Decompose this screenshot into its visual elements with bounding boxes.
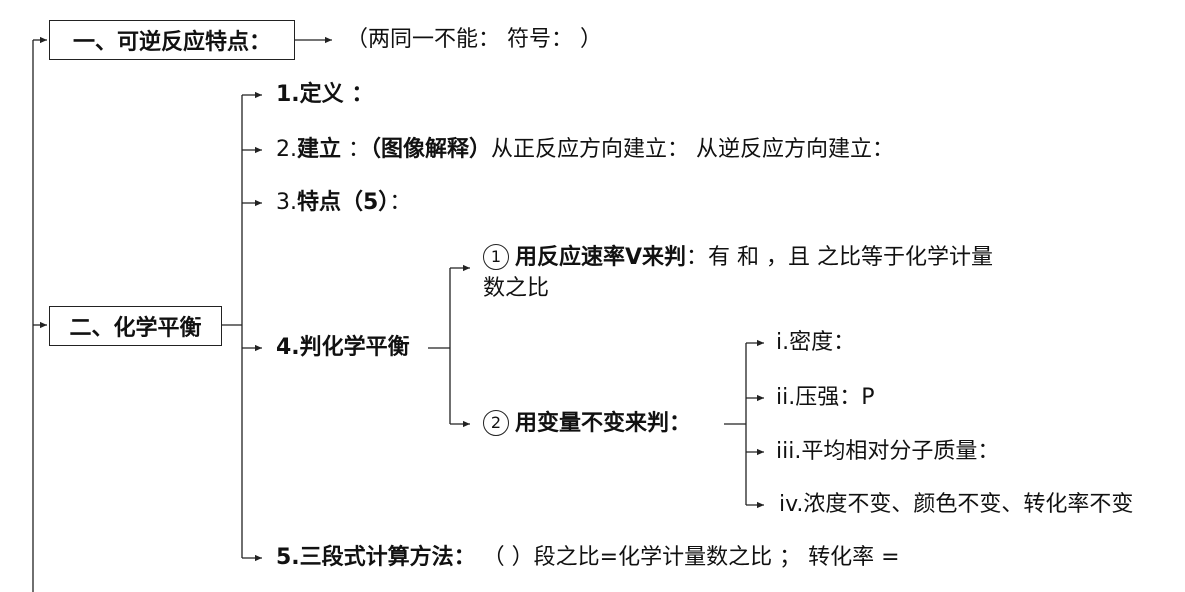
circled-number-1: 1 bbox=[483, 244, 509, 270]
features-number: 3. bbox=[276, 190, 297, 215]
variable-keyword: 用变量不变来判： bbox=[515, 411, 692, 436]
branch2-title: 二、化学平衡 bbox=[69, 316, 202, 341]
circled-number-2: 2 bbox=[483, 410, 509, 436]
judge-rate-line2: 数之比 bbox=[483, 276, 550, 301]
rate-keyword: 用反应速率V来判 bbox=[515, 245, 687, 270]
features-keyword: 特点（5） bbox=[297, 190, 390, 215]
item-establish: 2.建立 ：（图像解释）从正反应方向建立： 从逆反应方向建立： bbox=[276, 137, 894, 163]
item-judge: 4.判化学平衡 bbox=[276, 335, 410, 360]
item-features: 3.特点（5）： bbox=[276, 190, 411, 216]
establish-image-note: （图像解释） bbox=[370, 137, 492, 162]
variable-pressure: ii.压强：P bbox=[776, 385, 875, 410]
variable-molar-mass: iii.平均相对分子质量： bbox=[776, 439, 1000, 464]
branch1-title: 一、可逆反应特点： bbox=[72, 30, 271, 55]
variable-concentration: iv.浓度不变、颜色不变、转化率不变 bbox=[779, 492, 1134, 517]
calc-keyword: 5.三段式计算方法： bbox=[276, 545, 476, 570]
item-calc: 5.三段式计算方法： （ ）段之比=化学计量数之比 ； 转化率 = bbox=[276, 545, 900, 571]
establish-keyword: 建立 bbox=[297, 137, 342, 162]
calc-detail: （ ）段之比=化学计量数之比 ； 转化率 = bbox=[475, 545, 900, 570]
branch1-title-box: 一、可逆反应特点： bbox=[49, 20, 295, 60]
item-definition: 1.定义 ： bbox=[276, 82, 374, 107]
features-colon: ： bbox=[389, 190, 412, 215]
rate-detail: ：有 和 ，且 之比等于化学计量 bbox=[686, 245, 994, 270]
establish-number: 2. bbox=[276, 137, 297, 162]
branch1-note: （两同一不能： 符号： ） bbox=[346, 27, 602, 52]
variable-density: i.密度： bbox=[776, 330, 856, 355]
branch2-title-box: 二、化学平衡 bbox=[49, 306, 222, 346]
establish-colon: ： bbox=[341, 137, 371, 162]
establish-directions: 从正反应方向建立： 从逆反应方向建立： bbox=[491, 137, 895, 162]
